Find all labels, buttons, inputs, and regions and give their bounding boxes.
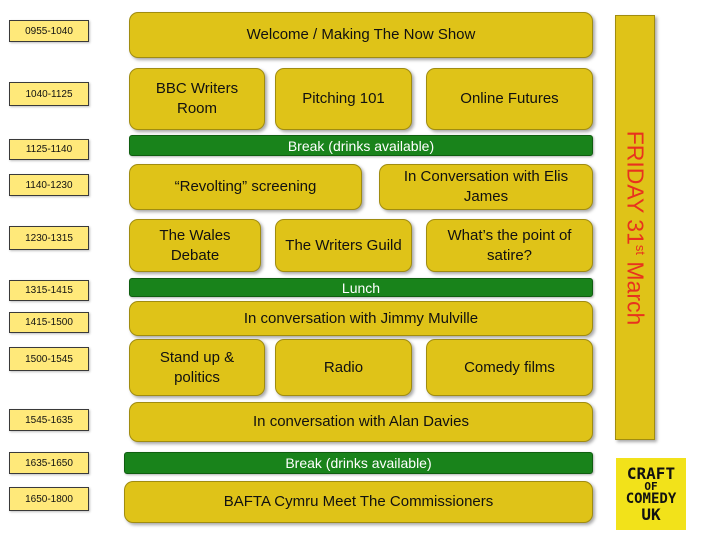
session-bafta-cymru: BAFTA Cymru Meet The Commissioners <box>124 481 593 523</box>
time-slot: 1545-1635 <box>9 409 89 431</box>
time-slot: 1415-1500 <box>9 312 89 333</box>
session-elis-james: In Conversation with Elis James <box>379 164 593 210</box>
session-bbc-writers-room: BBC Writers Room <box>129 68 265 130</box>
logo-line: COMEDY <box>625 491 677 507</box>
session-writers-guild: The Writers Guild <box>275 219 412 272</box>
break-bar: Break (drinks available) <box>129 135 593 156</box>
lunch-bar: Lunch <box>129 278 593 297</box>
session-satire: What’s the point of satire? <box>426 219 593 272</box>
logo-line: OF <box>644 480 658 493</box>
day-label: FRIDAY 31st March <box>622 130 649 325</box>
time-slot: 0955-1040 <box>9 20 89 42</box>
session-revolting-screening: “Revolting” screening <box>129 164 362 210</box>
session-pitching: Pitching 101 <box>275 68 412 130</box>
time-slot: 1315-1415 <box>9 280 89 301</box>
time-slot: 1635-1650 <box>9 452 89 474</box>
day-banner: FRIDAY 31st March <box>615 15 655 440</box>
session-standup-politics: Stand up & politics <box>129 339 265 396</box>
craft-of-comedy-logo: CRAFT OF COMEDY UK <box>616 458 686 530</box>
session-welcome: Welcome / Making The Now Show <box>129 12 593 58</box>
session-radio: Radio <box>275 339 412 396</box>
break-bar: Break (drinks available) <box>124 452 593 474</box>
time-slot: 1125-1140 <box>9 139 89 160</box>
session-jimmy-mulville: In conversation with Jimmy Mulville <box>129 301 593 336</box>
time-slot: 1650-1800 <box>9 487 89 511</box>
session-comedy-films: Comedy films <box>426 339 593 396</box>
logo-line: CRAFT <box>626 464 676 483</box>
session-online-futures: Online Futures <box>426 68 593 130</box>
time-slot: 1040-1125 <box>9 82 89 106</box>
logo-line: UK <box>641 505 661 524</box>
time-slot: 1140-1230 <box>9 174 89 196</box>
session-alan-davies: In conversation with Alan Davies <box>129 402 593 442</box>
time-slot: 1500-1545 <box>9 347 89 371</box>
session-wales-debate: The Wales Debate <box>129 219 261 272</box>
time-slot: 1230-1315 <box>9 226 89 250</box>
